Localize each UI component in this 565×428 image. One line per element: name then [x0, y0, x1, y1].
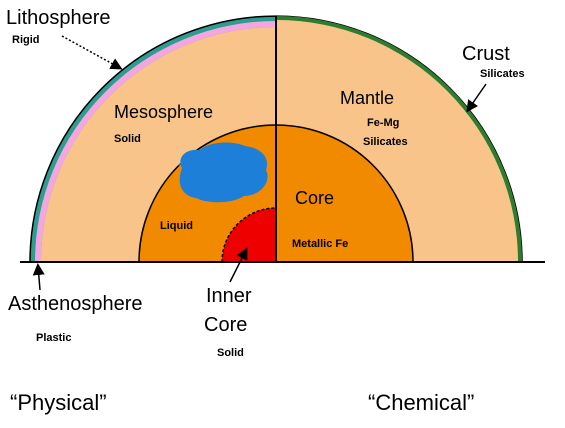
lithosphere-label: Lithosphere [6, 7, 111, 29]
blob-tab [178, 156, 192, 166]
mesosphere-label: Mesosphere [114, 102, 213, 122]
crust-silicates-label: Silicates [480, 68, 525, 80]
liquid-label: Liquid [160, 220, 193, 232]
inner-label: Inner [206, 285, 252, 307]
asthenosphere-arrow [32, 263, 45, 291]
inner-core-arrow [229, 247, 248, 283]
plastic-label: Plastic [36, 332, 71, 344]
lithosphere-arrow [61, 35, 123, 70]
inner-core-label: Core [204, 314, 247, 336]
crust-arrow [466, 83, 487, 113]
physical-label: “Physical” [10, 390, 107, 415]
mesosphere-solid-label: Solid [114, 133, 141, 145]
chemical-label: “Chemical” [368, 390, 474, 415]
asthenosphere-label: Asthenosphere [8, 293, 143, 315]
inner-solid-label: Solid [217, 347, 244, 359]
fe-mg-label: Fe-Mg [367, 117, 399, 129]
liquid-blob [179, 142, 268, 203]
inner-core-region [221, 207, 277, 263]
crust-label: Crust [462, 43, 510, 65]
metallic-fe-label: Metallic Fe [292, 238, 348, 250]
core-label: Core [295, 188, 334, 208]
rigid-label: Rigid [12, 34, 40, 46]
mantle-silicates-label: Silicates [363, 136, 408, 148]
mantle-label: Mantle [340, 88, 394, 108]
